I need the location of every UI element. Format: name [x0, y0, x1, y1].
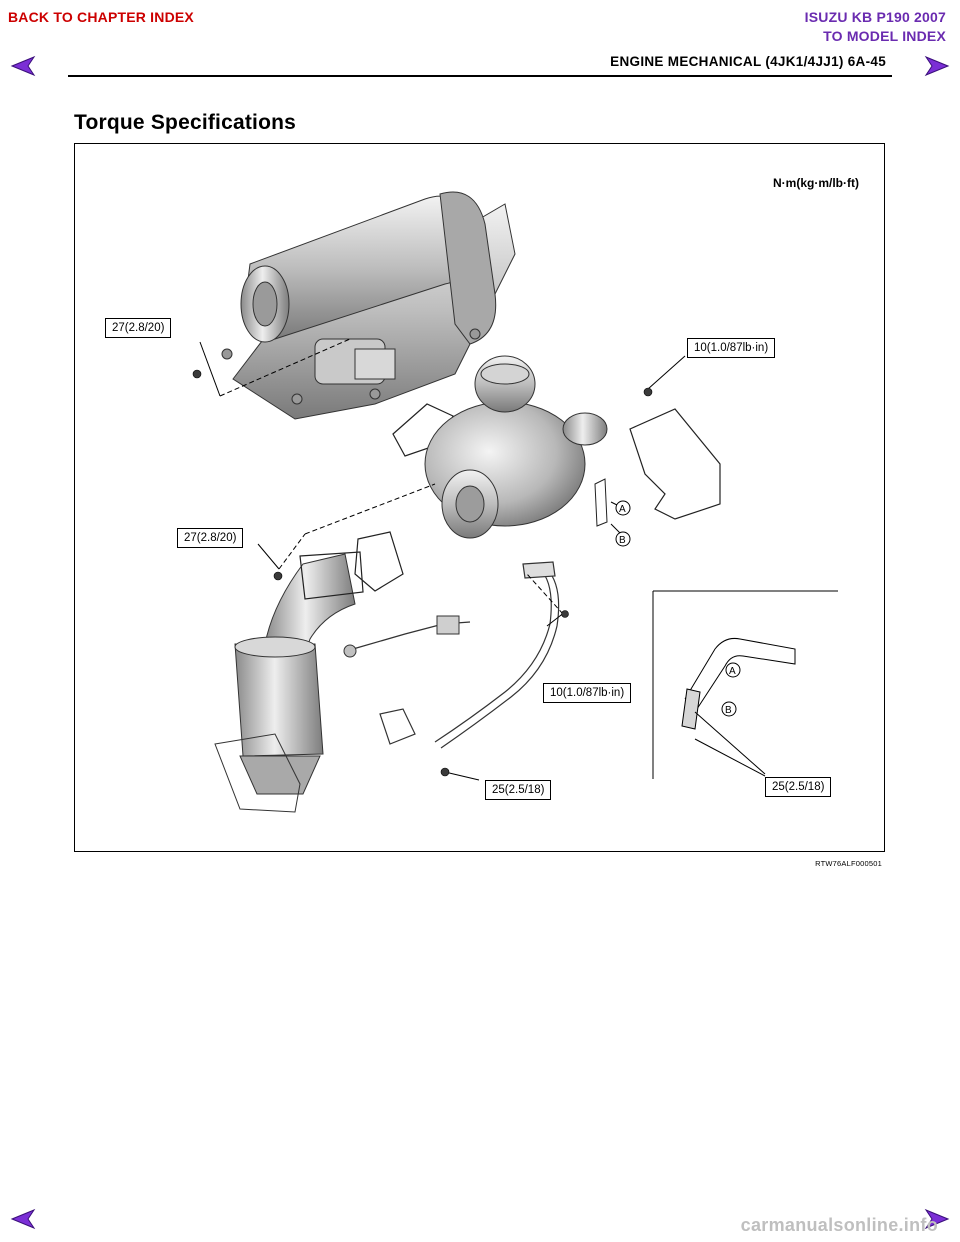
letter-a: A [619, 504, 626, 515]
to-model-index-link[interactable]: TO MODEL INDEX [823, 28, 946, 44]
section-title: Torque Specifications [74, 111, 297, 134]
oil-pipe [379, 561, 560, 749]
reference-letters [615, 500, 631, 547]
letter-b: B [619, 535, 626, 546]
inset-letter-b: B [725, 705, 732, 716]
catalyst-gasket [354, 531, 404, 592]
figure-code: RTW76ALF000501 [815, 859, 882, 868]
turbocharger [424, 355, 608, 539]
small-gasket [594, 478, 608, 527]
prev-page-arrow-bottom-icon[interactable] [10, 1208, 38, 1230]
exhaust-manifold-assembly [221, 191, 516, 420]
units-label: N·m(kg·m/lb·ft) [773, 176, 859, 190]
torque-figure: A B A B N·m(kg·m/lb·ft) 27(2.8/20) 10(1.… [74, 143, 885, 852]
page-header: ENGINE MECHANICAL (4JK1/4JJ1) 6A-45 [610, 54, 886, 69]
callout-pipe-bolt: 10(1.0/87lb·in) [543, 683, 632, 703]
catalytic-converter [214, 551, 364, 813]
callout-heat-shield-bolt: 10(1.0/87lb·in) [687, 338, 776, 358]
callout-inset-nut: 25(2.5/18) [765, 777, 832, 797]
next-page-arrow-icon[interactable] [922, 55, 950, 77]
inset-letter-a: A [729, 666, 736, 677]
heat-shield [629, 408, 721, 520]
next-page-arrow-bottom-icon[interactable] [922, 1208, 950, 1230]
model-title-link[interactable]: ISUZU KB P190 2007 [804, 9, 946, 25]
header-rule [68, 75, 892, 77]
watermark: carmanualsonline.info [740, 1215, 938, 1235]
prev-page-arrow-icon[interactable] [10, 55, 38, 77]
back-to-chapter-index-link[interactable]: BACK TO CHAPTER INDEX [8, 9, 194, 25]
inset-detail [652, 590, 838, 779]
fasteners [192, 369, 653, 777]
exhaust-turbo-diagram: A B A B [192, 191, 838, 813]
callout-pipe-nut: 25(2.5/18) [485, 780, 552, 800]
callout-manifold-nut: 27(2.8/20) [105, 318, 172, 338]
callout-catalyst-nut: 27(2.8/20) [177, 528, 244, 548]
